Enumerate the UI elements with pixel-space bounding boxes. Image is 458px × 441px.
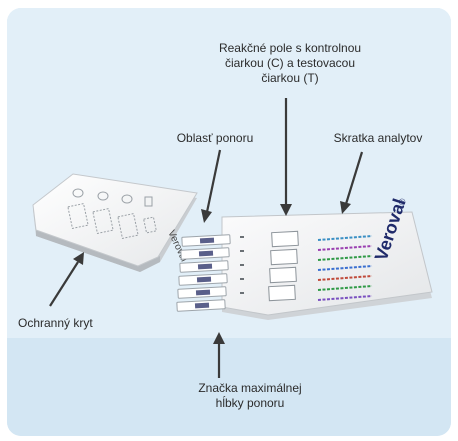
label-analyte-abbrev: Skratka analytov: [333, 131, 423, 145]
label-reaction-field-line3: čiarkou (T): [261, 71, 319, 85]
arrow-analyte-abbrev: [344, 151, 364, 205]
label-max-dip-mark: Značka maximálnej hĺbky ponoru: [140, 381, 360, 411]
test-cassette: Veroval ®: [176, 196, 433, 320]
registered-mark: ®: [396, 197, 408, 207]
label-reaction-field: Reakčné pole s kontrolnou čiarkou (C) a …: [180, 41, 400, 86]
label-protective-cover: Ochranný kryt: [18, 316, 93, 330]
protective-cover: Veroval: [32, 173, 198, 272]
label-max-dip-mark-line1: Značka maximálnej: [198, 381, 302, 395]
label-reaction-field-line2: čiarkou (C) a testovacou: [224, 56, 356, 70]
label-max-dip-mark-line2: hĺbky ponoru: [215, 396, 285, 410]
label-dip-area: Oblasť ponoru: [176, 131, 254, 145]
background-bottom: [7, 338, 451, 436]
label-reaction-field-line1: Reakčné pole s kontrolnou: [218, 41, 362, 55]
arrow-dip-area: [205, 149, 222, 213]
arrow-protective-cover: [49, 261, 79, 307]
annotation-arrows: [49, 98, 364, 378]
